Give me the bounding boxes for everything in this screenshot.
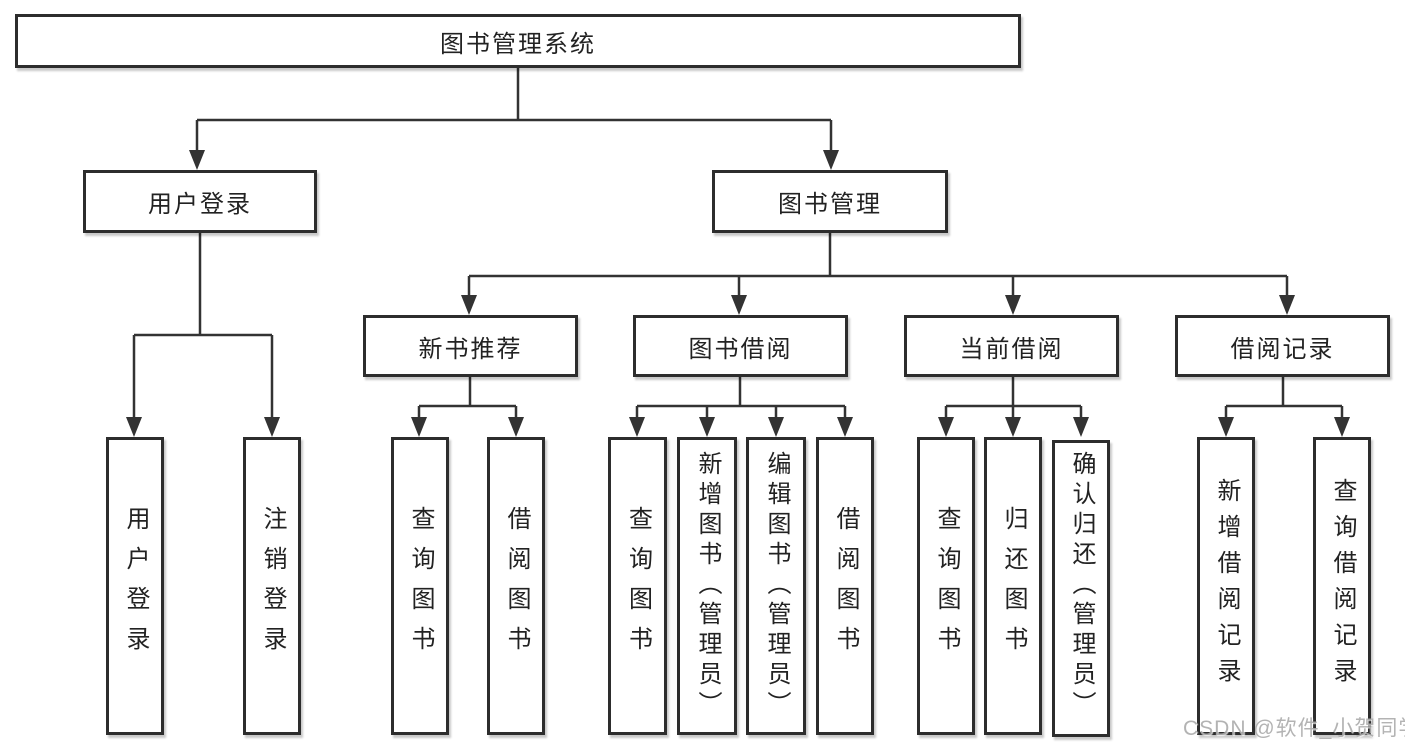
leaf-borrow-borrow-book-label: 借阅图书 [832,506,859,666]
leaf-rec-borrow-book-label: 借阅图书 [503,506,530,666]
node-book-borrowing: 图书借阅 [633,315,848,377]
node-user-login: 用户登录 [83,170,317,233]
node-current-borrowing: 当前借阅 [904,315,1119,377]
node-borrowing-records: 借阅记录 [1175,315,1390,377]
node-user-login-label: 用户登录 [148,191,252,218]
leaf-user-login-label: 用户登录 [122,506,149,666]
leaf-return-book-label: 归还图书 [1000,506,1027,666]
leaf-borrow-borrow-book: 借阅图书 [816,437,874,735]
leaf-return-book: 归还图书 [984,437,1042,735]
leaf-query-borrow-record: 查询借阅记录 [1313,437,1371,735]
leaf-current-query-book-label: 查询图书 [933,506,960,666]
leaf-query-borrow-record-label: 查询借阅记录 [1329,478,1356,694]
leaf-add-book-admin-label: 新增图书（管理员） [694,451,721,721]
leaf-borrow-query-book: 查询图书 [608,437,667,735]
leaf-confirm-return-admin-label: 确认归还（管理员） [1068,451,1095,721]
leaf-borrow-query-book-label: 查询图书 [624,506,652,666]
node-root-system-label: 图书管理系统 [440,30,596,58]
node-book-management-label: 图书管理 [778,191,882,218]
node-new-book-recommend-label: 新书推荐 [418,335,523,363]
arrowheads [126,150,1350,437]
leaf-logout-label: 注销登录 [259,506,286,666]
leaf-add-borrow-record: 新增借阅记录 [1197,437,1255,735]
node-current-borrowing-label: 当前借阅 [959,335,1064,363]
leaf-add-book-admin: 新增图书（管理员） [677,437,737,735]
leaf-rec-borrow-book: 借阅图书 [487,437,545,735]
node-root-system: 图书管理系统 [15,14,1021,68]
leaf-add-borrow-record-label: 新增借阅记录 [1213,478,1240,694]
leaf-confirm-return-admin: 确认归还（管理员） [1052,440,1110,737]
leaf-logout: 注销登录 [243,437,301,735]
node-borrowing-records-label: 借阅记录 [1230,335,1335,363]
leaf-user-login: 用户登录 [106,437,164,735]
node-book-borrowing-label: 图书借阅 [688,335,793,363]
csdn-watermark: CSDN @软件_小贺同学 [1183,717,1405,740]
node-book-management: 图书管理 [712,170,948,233]
leaf-rec-query-book-label: 查询图书 [407,506,434,666]
leaf-edit-book-admin: 编辑图书（管理员） [746,437,806,735]
leaf-rec-query-book: 查询图书 [391,437,449,735]
node-new-book-recommend: 新书推荐 [363,315,578,377]
leaf-edit-book-admin-label: 编辑图书（管理员） [763,451,790,721]
leaf-current-query-book: 查询图书 [917,437,975,735]
